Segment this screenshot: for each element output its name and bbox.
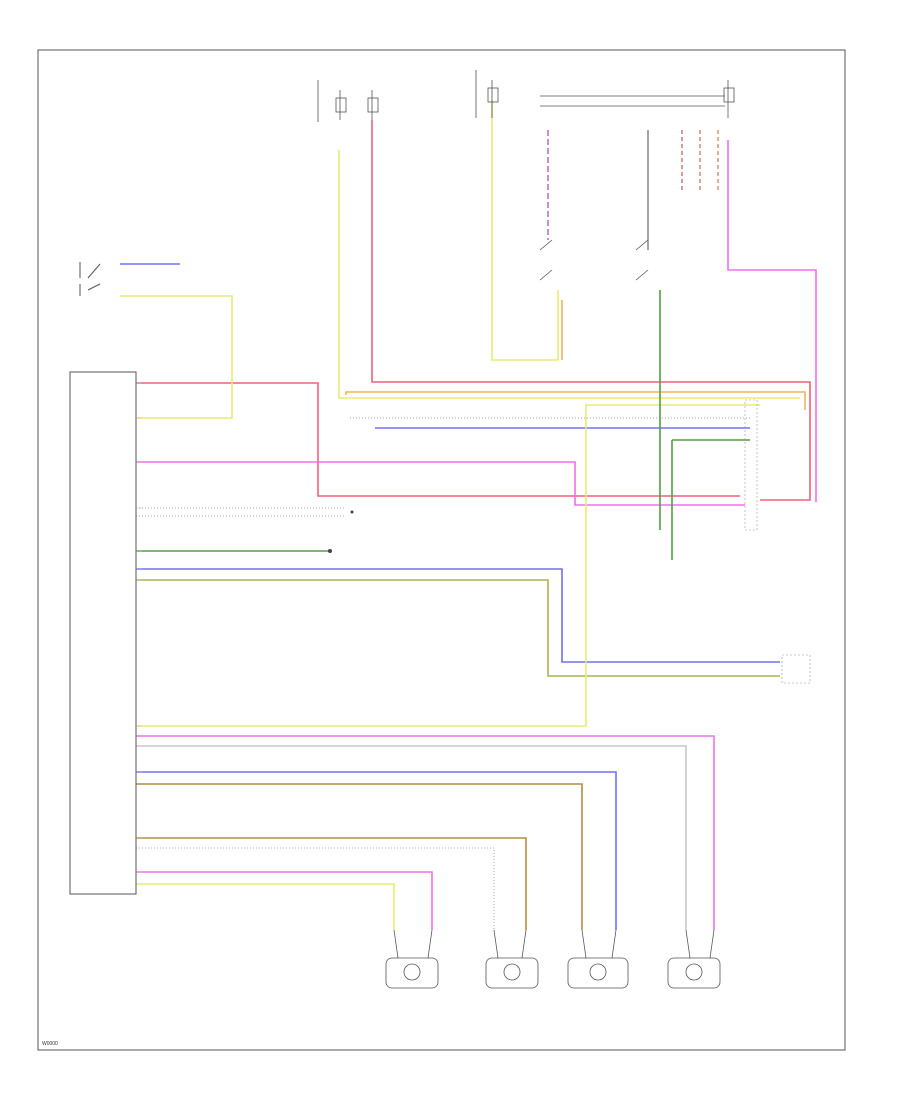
wire-gray-rf — [136, 847, 495, 930]
wheel-speed-sensor-rr — [667, 957, 721, 989]
wire-orange-top — [345, 391, 806, 410]
wire-olive-long — [136, 579, 780, 677]
figure-id: W0000 — [42, 1041, 58, 1047]
wheel-speed-sensor-lr — [567, 957, 629, 989]
fuse-block-right — [723, 80, 735, 118]
wire-yellow-mid — [491, 100, 559, 361]
wire-blue-long — [136, 568, 780, 663]
wire-blue-lr — [136, 771, 617, 930]
wire-gray-rr — [136, 745, 687, 930]
wire-red-module — [136, 382, 740, 497]
diagram-border — [37, 49, 846, 1051]
wheel-speed-sensor-lf — [385, 957, 439, 989]
wire-pink-rr — [136, 735, 715, 930]
wire-yellow-switch — [120, 295, 233, 419]
wire-yellow-fuse — [338, 150, 800, 399]
splice-point — [328, 549, 332, 553]
wheel-speed-sensor-rf — [485, 957, 539, 989]
speed-sensor-connector — [781, 654, 811, 684]
module-pins — [136, 382, 142, 873]
wires — [120, 100, 817, 930]
brake-switch-1 — [539, 239, 553, 281]
wire-pink-top-right — [727, 140, 817, 502]
traction-control-switch — [79, 262, 101, 296]
wire-yellow-lf — [136, 883, 395, 930]
wire-tan-lr — [136, 783, 583, 930]
abs-control-module — [69, 371, 137, 895]
splice-point-2 — [350, 510, 354, 514]
wire-pink-module — [136, 461, 745, 506]
data-link-connector — [744, 399, 758, 531]
fuse-block-left — [317, 80, 379, 122]
sensor-leads — [393, 929, 715, 959]
wire-pink-lf — [136, 871, 433, 930]
brake-switch-2 — [635, 239, 649, 281]
wire-red-fuse — [371, 120, 811, 501]
wire-yellow-right — [136, 404, 760, 727]
wire-tan-rf — [136, 837, 527, 930]
fuse-block-mid — [475, 70, 725, 118]
